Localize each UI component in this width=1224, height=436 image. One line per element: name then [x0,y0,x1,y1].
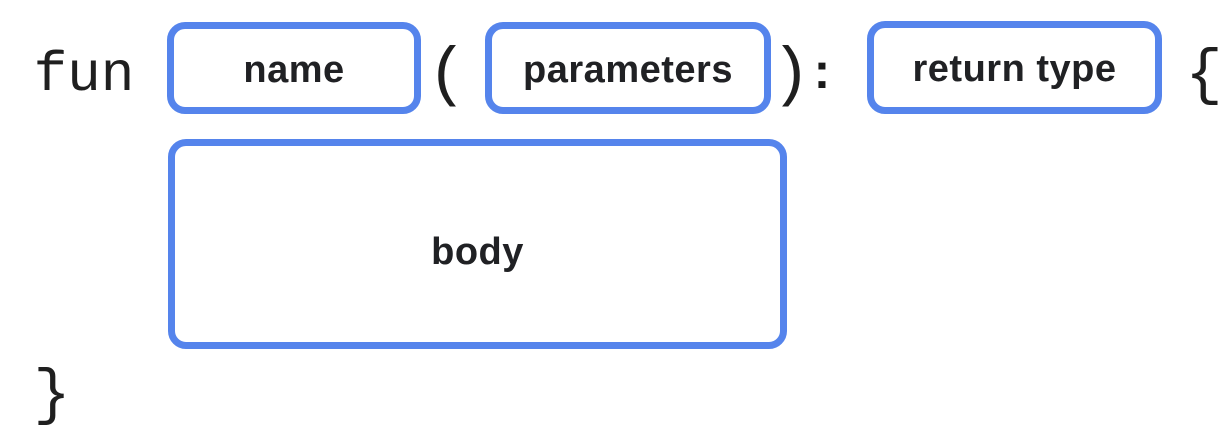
keyword-fun-text: fun [33,43,135,107]
colon-text: : [813,43,831,99]
slot-return-type: return type [867,21,1162,114]
slot-parameters: parameters [485,22,771,114]
open-paren-text: ( [427,37,467,113]
open-brace-token: { [1184,22,1224,114]
slot-parameters-label: parameters [523,48,733,91]
slot-return-type-label: return type [912,48,1117,90]
slot-name-label: name [243,48,345,91]
close-brace-token: } [30,342,74,434]
slot-body: body [168,139,787,349]
slot-body-label: body [431,230,524,273]
close-paren-text: ) [771,37,811,113]
close-brace-text: } [33,359,71,431]
open-brace-text: { [1185,39,1223,111]
slot-name: name [167,22,421,114]
keyword-fun: fun [28,22,140,114]
close-paren-token: ) [771,22,811,114]
colon-token: : [804,22,840,114]
open-paren-token: ( [427,22,467,114]
